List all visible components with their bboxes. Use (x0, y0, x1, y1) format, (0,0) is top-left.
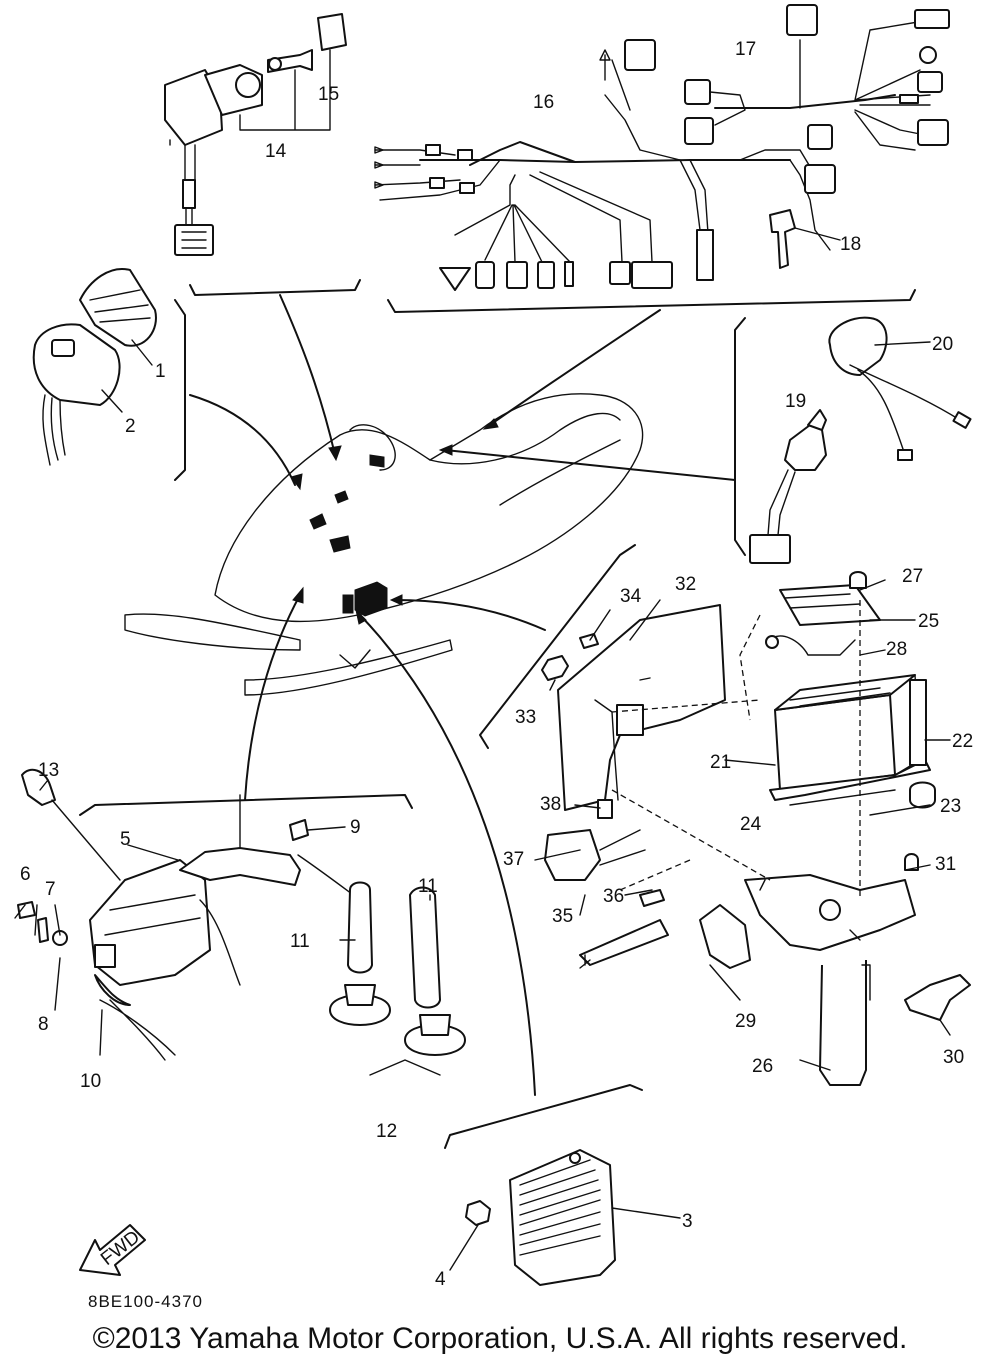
key (769, 209, 841, 269)
part-label-25: 25 (918, 611, 939, 632)
part-label-28: 28 (886, 639, 907, 660)
part-label-26: 26 (752, 1056, 773, 1077)
switch-19-20 (749, 316, 972, 564)
diagram-code: 8BE100-4370 (88, 1292, 203, 1311)
part-label-23: 23 (940, 796, 961, 817)
part-labels: 1 2 3 4 5 6 7 8 9 10 11 11 12 13 14 15 1… (20, 39, 973, 1290)
part-label-37: 37 (503, 849, 524, 870)
part-label-24: 24 (740, 814, 762, 835)
part-label-11-left: 11 (290, 931, 310, 952)
part-label-22: 22 (952, 731, 973, 752)
ignition-coil-assembly (17, 768, 466, 1076)
copyright-notice: ©2013 Yamaha Motor Corporation, U.S.A. A… (92, 1322, 908, 1355)
part-label-34: 34 (620, 586, 642, 607)
part-label-5: 5 (120, 829, 131, 850)
part-label-14: 14 (265, 141, 287, 162)
part-label-3: 3 (682, 1211, 693, 1232)
part-label-15: 15 (318, 84, 339, 105)
part-label-35: 35 (552, 906, 573, 927)
part-label-18: 18 (840, 234, 861, 255)
part-label-32: 32 (675, 574, 696, 595)
fwd-direction-arrow: FWD (79, 1224, 146, 1276)
pointer-arrows (189, 294, 736, 1096)
leader-lines (14, 139, 951, 1071)
wire-harness (374, 4, 950, 291)
snowmobile-outline (124, 393, 644, 696)
part-label-19: 19 (785, 391, 806, 412)
main-switch-assembly (164, 13, 347, 256)
part-label-12: 12 (376, 1121, 397, 1142)
part-label-29: 29 (735, 1011, 756, 1032)
part-label-38: 38 (540, 794, 561, 815)
part-label-20: 20 (932, 334, 953, 355)
part-label-21: 21 (710, 752, 731, 773)
part-label-36: 36 (603, 886, 624, 907)
part-label-6: 6 (20, 864, 31, 885)
part-label-1: 1 (155, 361, 166, 382)
battery-assembly (541, 571, 971, 1086)
part-label-17: 17 (735, 39, 756, 60)
part-label-9: 9 (350, 817, 361, 838)
group-brackets (79, 279, 916, 1149)
part-label-16: 16 (533, 92, 554, 113)
handlebar-switch-assembly (32, 268, 157, 466)
part-label-13: 13 (38, 760, 59, 781)
part-label-4: 4 (435, 1269, 446, 1290)
part-label-2: 2 (125, 416, 136, 437)
part-label-8: 8 (38, 1014, 49, 1035)
part-label-7: 7 (45, 879, 56, 900)
part-label-10: 10 (80, 1071, 101, 1092)
part-label-30: 30 (943, 1047, 964, 1068)
part-label-11-right: 11 (418, 876, 438, 897)
part-label-33: 33 (515, 707, 536, 728)
regulator (449, 1149, 681, 1286)
part-label-31: 31 (935, 854, 956, 875)
part-label-27: 27 (902, 566, 923, 587)
